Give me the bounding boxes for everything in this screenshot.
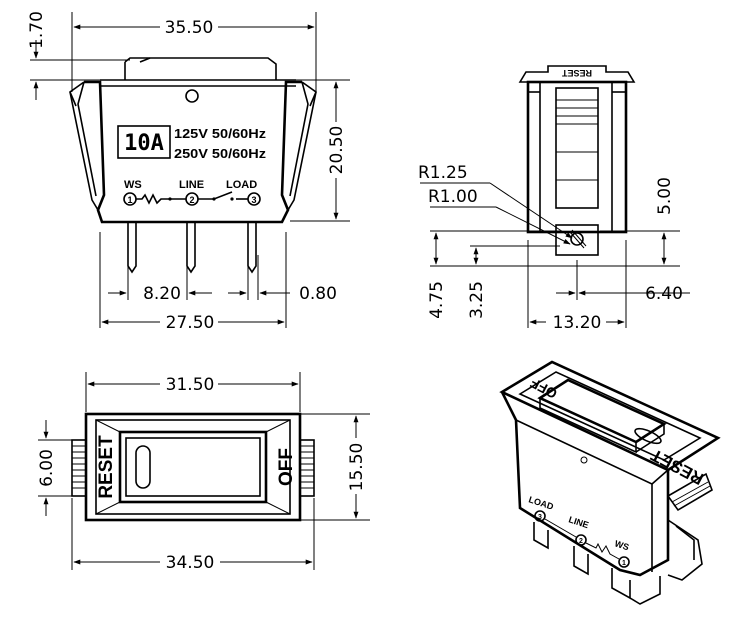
front-dim-body-height: 20.50 — [327, 126, 347, 175]
side-dim-r100: R1.00 — [428, 187, 478, 207]
side-dim-500: 5.00 — [655, 177, 675, 215]
front-dim-actuator-height: 1.70 — [27, 11, 47, 49]
terminal-line-label: LINE — [179, 179, 204, 191]
side-dim-r125: R1.25 — [418, 163, 468, 183]
terminal-2-number: 2 — [189, 195, 194, 205]
side-view: RESET R1.25 R1.00 4.75 3.25 — [418, 65, 690, 333]
iso-label-ws: WS — [613, 538, 630, 552]
top-dim-width: 31.50 — [166, 375, 215, 395]
right-grip — [299, 439, 315, 497]
terminal-3-number: 3 — [251, 195, 256, 205]
top-label-off: OFF — [276, 448, 297, 486]
left-grip — [71, 439, 87, 497]
voltage-line-2: 250V 50/60Hz — [174, 146, 267, 161]
terminal-1-number: 1 — [127, 195, 132, 205]
iso-label-load: LOAD — [527, 494, 555, 512]
terminal-ws-label: WS — [124, 179, 142, 191]
top-label-reset: RESET — [96, 435, 117, 499]
iso-num-1: 1 — [622, 560, 626, 567]
side-dim-475: 4.75 — [427, 281, 447, 319]
front-dim-bottom-width: 27.50 — [166, 313, 215, 333]
side-dim-325: 3.25 — [467, 281, 487, 319]
side-dim-640: 6.40 — [645, 284, 683, 304]
voltage-line-1: 125V 50/60Hz — [174, 126, 267, 141]
top-dim-height: 15.50 — [347, 443, 367, 492]
top-dim-overall-width: 34.50 — [166, 553, 215, 573]
iso-num-3: 3 — [538, 514, 542, 521]
iso-label-off: OFF — [527, 375, 560, 402]
front-dim-width: 35.50 — [165, 18, 214, 38]
isometric-view: OFF RESET LOAD LINE WS 3 2 1 — [499, 360, 721, 605]
terminal-load-label: LOAD — [226, 179, 257, 191]
rating-label: 10A — [124, 131, 164, 156]
front-dim-pin-pitch: 8.20 — [143, 284, 181, 304]
top-view: 31.50 — [37, 372, 370, 573]
front-view: 35.50 1.70 20.50 10A 125V 50/60Hz 250V 5… — [27, 11, 350, 333]
iso-num-2: 2 — [579, 538, 583, 545]
iso-label-line: LINE — [567, 514, 590, 530]
side-top-marking: RESET — [561, 68, 592, 78]
front-dim-pin-thickness: 0.80 — [299, 284, 337, 304]
top-dim-grip-height: 6.00 — [37, 449, 57, 487]
side-dim-1320: 13.20 — [553, 313, 602, 333]
